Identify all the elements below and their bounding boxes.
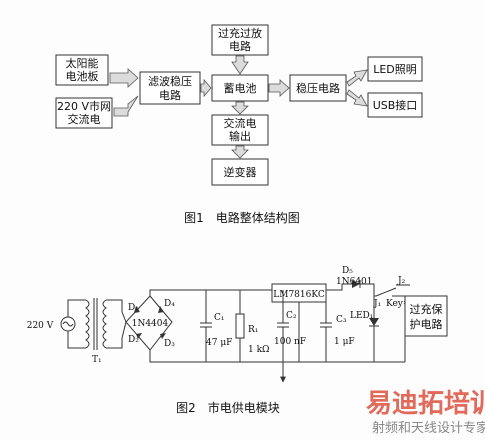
diode-d4-icon xyxy=(158,306,164,313)
ic-label: LM7816KC xyxy=(273,290,325,300)
switch-blade xyxy=(375,287,397,297)
watermark-tagline: 射频和天线设计专家 xyxy=(372,420,485,436)
solar-label-2: 电池板 xyxy=(66,69,99,83)
c2-value: 100 nF xyxy=(274,337,306,347)
resistor-r1 xyxy=(235,313,245,339)
ac-output-label-2: 输出 xyxy=(229,129,251,143)
key-label: Key=1 xyxy=(386,299,416,309)
bottom-rail xyxy=(149,350,405,363)
battery-block xyxy=(211,74,269,102)
solar-panel-block xyxy=(55,54,109,86)
protection-circuit-label-1: 过充保 xyxy=(410,302,443,316)
mains-block xyxy=(55,97,113,129)
ac-output-label-1: 交流电 xyxy=(224,116,257,130)
transformer-label: T₁ xyxy=(92,355,102,365)
d3-label: D₃ xyxy=(164,339,175,349)
d5-wire-out xyxy=(360,283,376,297)
solar-label-1: 太阳能 xyxy=(66,56,99,70)
led-label: LED照明 xyxy=(373,63,417,76)
transformer-secondary xyxy=(102,299,107,349)
d5-value: 1N6401 xyxy=(336,277,373,287)
bridge-label: 1N4404 xyxy=(132,319,169,329)
capacitor-c2 xyxy=(277,290,289,362)
arrow-protect-battery xyxy=(231,55,249,75)
capacitor-c1 xyxy=(200,290,212,362)
c1-value: 47 μF xyxy=(206,338,232,348)
mains-label-2: 交流电 xyxy=(68,112,101,126)
arrow-acout-to-inverter xyxy=(231,145,249,159)
battery-label: 蓄电池 xyxy=(224,82,257,95)
arrow-regulator-to-usb xyxy=(346,89,368,107)
j2-label: J₂ xyxy=(397,276,406,286)
diode-d5-icon xyxy=(352,280,360,288)
filter-label-2: 电路 xyxy=(159,89,181,102)
protection-block xyxy=(211,24,269,56)
protection-label-1: 过充过放 xyxy=(218,26,262,40)
diode-d1-icon xyxy=(134,306,140,313)
r1-value: 1 kΩ xyxy=(248,345,270,355)
figure2-caption: 图2 市电供电模块 xyxy=(176,400,280,415)
c3-label: C₃ xyxy=(336,315,347,325)
led-block xyxy=(367,56,423,82)
arrow-battery-to-acout xyxy=(231,101,249,115)
figure1-caption: 图1 电路整体结构图 xyxy=(184,210,300,225)
protection-label-2: 电路 xyxy=(229,40,251,53)
diode-d3-icon xyxy=(160,333,166,339)
d2-label: D₂ xyxy=(128,335,139,345)
regulator-block xyxy=(289,74,347,102)
j1-label: J₁ xyxy=(373,299,381,309)
regulator-label: 稳压电路 xyxy=(296,81,340,95)
filter-regulator-block xyxy=(139,71,201,105)
c3-value: 1 μF xyxy=(334,337,355,347)
d5-wire-in xyxy=(326,283,352,291)
arrow-battery-to-regulator xyxy=(268,79,290,97)
d4-label: D₄ xyxy=(164,299,175,309)
usb-label: USB接口 xyxy=(373,99,418,112)
protection-circuit-label-2: 护电路 xyxy=(410,317,443,331)
transformer-primary xyxy=(85,299,90,349)
led1-label: LED₁ xyxy=(350,311,373,321)
led-icon xyxy=(369,318,379,326)
d1-label: D₁ xyxy=(128,303,139,313)
c2-label: C₂ xyxy=(286,311,297,321)
arrow-solar-to-filter xyxy=(109,68,139,88)
filter-label-1: 滤波稳压 xyxy=(148,74,192,88)
source-wires xyxy=(67,299,86,349)
source-label: 220 V xyxy=(27,321,54,331)
figure2: 220 V T₁ D₁ D₄ D₂ D₃ 1N4404 C₁ 47 μF R₁ xyxy=(27,266,448,415)
bridge-input xyxy=(121,311,127,339)
ac-output-block xyxy=(211,114,269,146)
inverter-label: 逆变器 xyxy=(224,165,257,179)
arrow-mains-to-filter xyxy=(113,95,139,117)
d5-label: D₅ xyxy=(342,266,353,276)
inverter-block xyxy=(211,158,269,186)
usb-block xyxy=(367,92,423,118)
watermark-brand: 易迪拓培训 xyxy=(366,389,485,419)
protection-circuit-block xyxy=(404,295,448,337)
arrow-regulator-to-led xyxy=(346,69,368,87)
secondary-wires xyxy=(106,299,123,349)
arrow-filter-to-battery xyxy=(200,78,212,98)
capacitor-c3 xyxy=(320,290,332,362)
mains-label-1: 220 V市网 xyxy=(57,99,111,113)
r1-label: R₁ xyxy=(248,325,258,335)
top-rail-left xyxy=(149,289,272,296)
diode-d2-icon xyxy=(136,333,142,339)
figure1: 太阳能 电池板 220 V市网 交流电 滤波稳压 电路 过充过放 电路 蓄电池 … xyxy=(55,24,423,225)
c1-label: C₁ xyxy=(214,313,225,323)
ac-sine-icon xyxy=(62,321,74,327)
